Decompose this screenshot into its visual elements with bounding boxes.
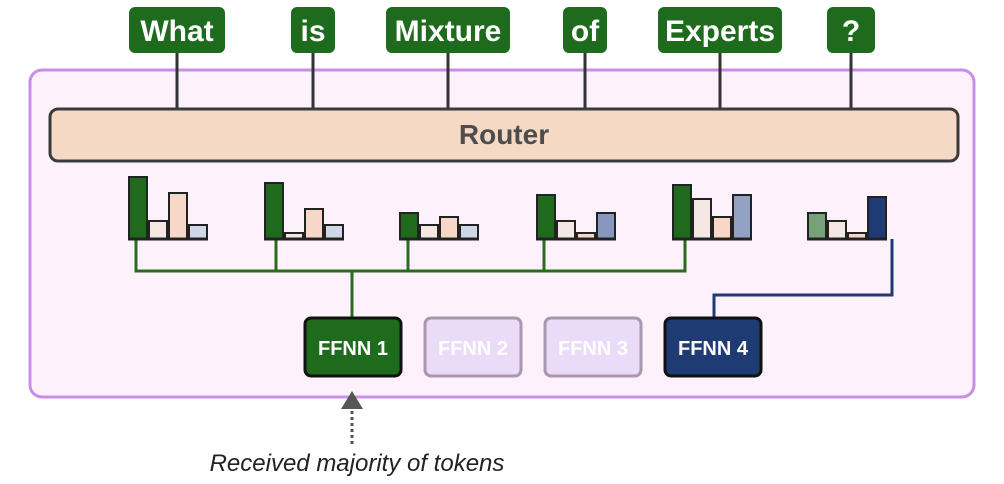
token-chip: is xyxy=(291,7,335,53)
token-chip-bg xyxy=(658,7,782,53)
expert-row: FFNN 1 FFNN 2 FFNN 3 FFNN 4 xyxy=(303,316,763,378)
token-label: ? xyxy=(842,15,860,48)
router-label: Router xyxy=(459,119,549,150)
probability-bar xyxy=(827,220,847,240)
expert-routing-lines xyxy=(134,239,894,318)
expert-box xyxy=(543,316,643,378)
expert-label: FFNN 4 xyxy=(678,338,749,360)
probability-bar xyxy=(419,224,439,240)
probability-bar xyxy=(168,192,188,240)
probability-chart- xyxy=(807,196,887,241)
probability-bar xyxy=(556,220,576,240)
token-chip-bg xyxy=(563,7,607,53)
probability-bar xyxy=(304,208,324,240)
probability-bar xyxy=(148,220,168,240)
token-chip-bg xyxy=(386,7,510,53)
majority-annotation: Received majority of tokens xyxy=(210,391,505,477)
token-probability-charts xyxy=(128,176,887,241)
probability-chart-is xyxy=(264,182,344,241)
expert-box xyxy=(423,316,523,378)
probability-chart-Experts xyxy=(672,184,752,241)
expert-ffnn-2: FFNN 2 xyxy=(423,316,523,378)
token-chip: What xyxy=(129,7,225,53)
probability-bar xyxy=(399,212,419,240)
probability-bar xyxy=(264,182,284,240)
router: Router xyxy=(48,107,960,163)
router-box xyxy=(48,107,960,163)
probability-bar xyxy=(807,212,827,240)
token-label: Mixture xyxy=(395,15,502,48)
probability-bar xyxy=(596,212,616,240)
token-chip: Experts xyxy=(658,7,782,53)
probability-bar xyxy=(732,194,752,240)
token-chip-bg xyxy=(827,7,875,53)
probability-bar xyxy=(324,224,344,240)
token-chip: Mixture xyxy=(386,7,510,53)
probability-bar xyxy=(188,224,208,240)
probability-chart-What xyxy=(128,176,208,241)
expert-ffnn-1: FFNN 1 xyxy=(303,316,403,378)
probability-bar xyxy=(672,184,692,240)
expert-label: FFNN 1 xyxy=(318,338,388,360)
token-chip-bg xyxy=(291,7,335,53)
annotation-caption: Received majority of tokens xyxy=(210,450,505,477)
token-chip: ? xyxy=(827,7,875,53)
expert-box xyxy=(303,316,403,378)
green-bus-line xyxy=(134,239,687,273)
probability-bar xyxy=(439,216,459,240)
probability-bar xyxy=(712,216,732,240)
blue-line-to-ffnn4 xyxy=(712,239,894,318)
token-row: What is Mixture of Experts? xyxy=(129,7,875,53)
probability-bar xyxy=(536,194,556,240)
expert-box xyxy=(663,316,763,378)
expert-ffnn-3: FFNN 3 xyxy=(543,316,643,378)
token-chip-bg xyxy=(129,7,225,53)
token-label: is xyxy=(300,15,325,48)
probability-bar xyxy=(867,196,887,240)
token-chip: of xyxy=(563,7,607,53)
probability-bar xyxy=(128,176,148,240)
probability-chart-of xyxy=(536,194,616,241)
token-label: Experts xyxy=(665,15,775,48)
expert-label: FFNN 2 xyxy=(438,338,508,360)
probability-chart-Mixture xyxy=(399,212,479,241)
token-label: of xyxy=(571,15,600,48)
token-router-connectors xyxy=(175,52,853,109)
expert-ffnn-4: FFNN 4 xyxy=(663,316,763,378)
annotation-arrow-head xyxy=(341,391,363,409)
token-label: What xyxy=(140,15,213,48)
probability-bar xyxy=(459,224,479,240)
probability-bar xyxy=(692,198,712,240)
expert-label: FFNN 3 xyxy=(558,338,628,360)
